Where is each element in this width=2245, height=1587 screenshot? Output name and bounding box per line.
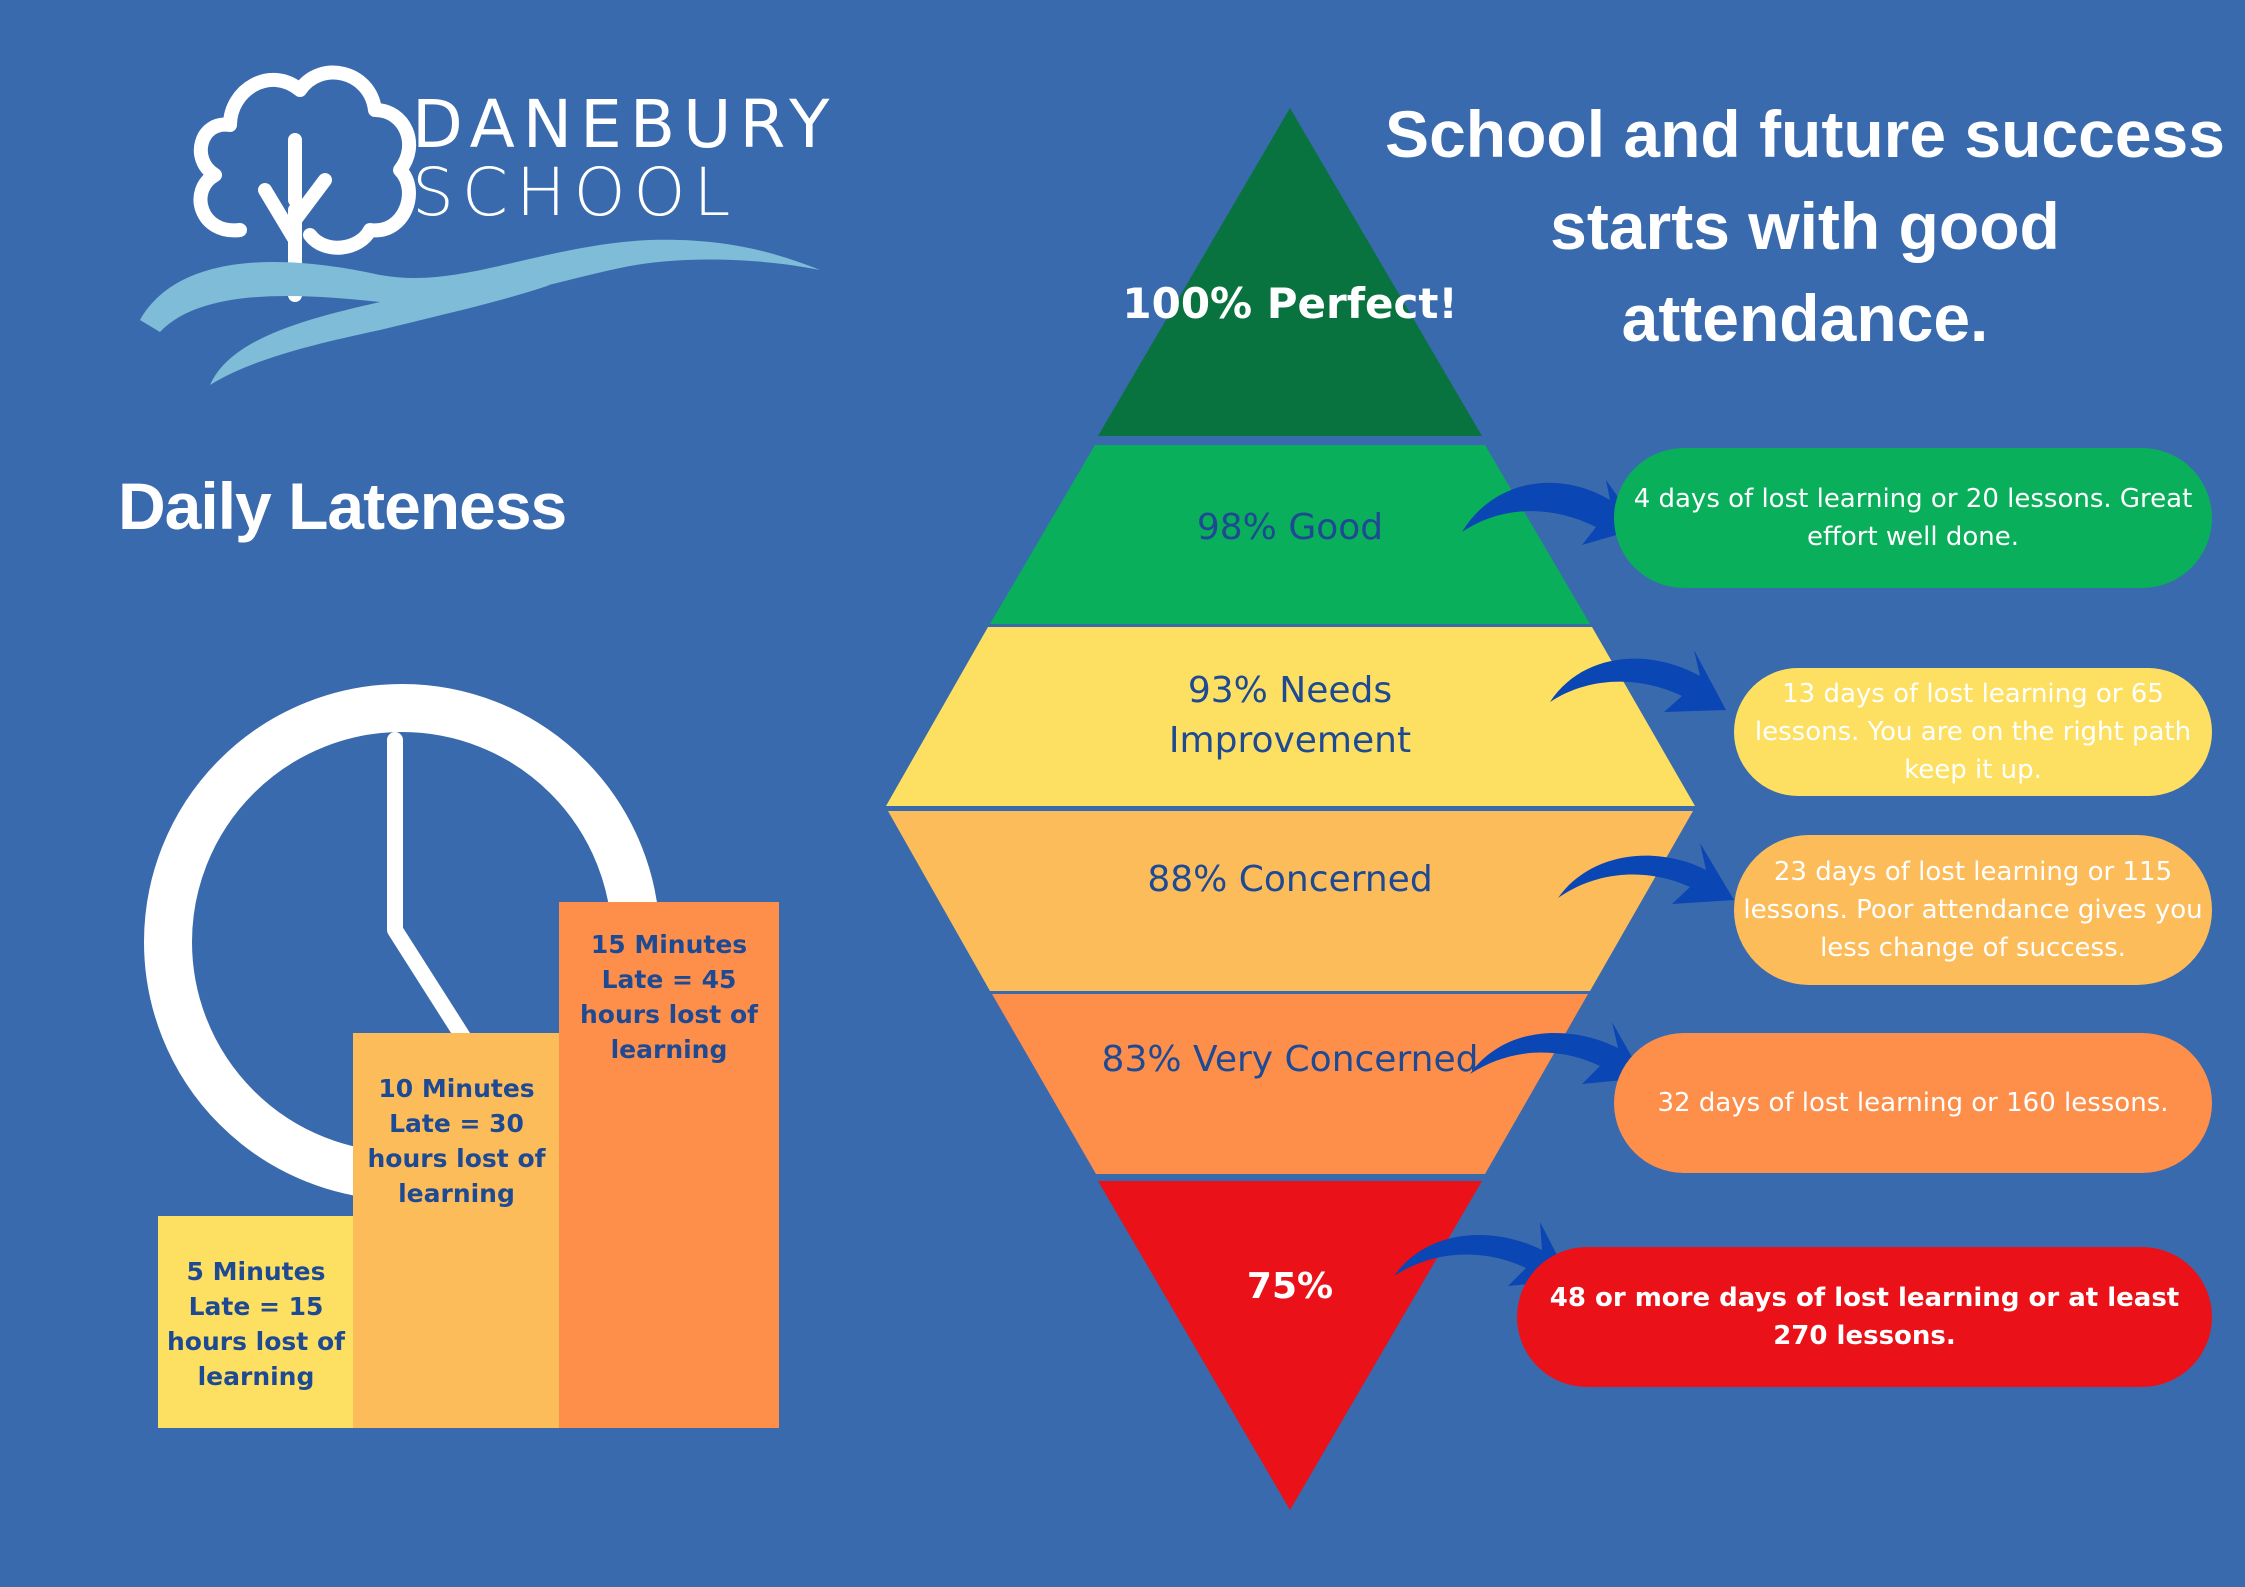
arrow-icon <box>1550 650 1726 712</box>
tier-label-100: 100% Perfect! <box>1122 279 1458 328</box>
school-logo <box>140 65 820 385</box>
tier-note-text: 23 days of lost learning or 115 lessons.… <box>1743 857 2203 963</box>
lateness-bar-label: 5 Minutes Late = 15 hours lost of learni… <box>166 1257 345 1391</box>
tier-label-83: 83% Very Concerned <box>1101 1039 1479 1080</box>
tier-label-88: 88% Concerned <box>1147 859 1433 900</box>
section-title-daily-lateness: Daily Lateness <box>118 469 567 543</box>
lateness-bar-15-minutes: 15 Minutes Late = 45 hours lost of learn… <box>559 902 779 1428</box>
tier-label-93: 93% Needs Improvement <box>1168 670 1412 761</box>
lateness-bar-5-minutes: 5 Minutes Late = 15 hours lost of learni… <box>158 1216 354 1428</box>
tier-note-98: 4 days of lost learning or 20 lessons. G… <box>1614 448 2212 588</box>
lateness-bar-label: 15 Minutes Late = 45 hours lost of learn… <box>579 930 758 1064</box>
tier-label-75: 75% <box>1246 1266 1334 1307</box>
tier-note-88: 23 days of lost learning or 115 lessons.… <box>1734 835 2212 985</box>
school-name-line1: DANEBURY <box>412 86 838 163</box>
school-name-line2: SCHOOL <box>412 154 739 231</box>
arrow-icon <box>1470 1022 1644 1084</box>
tier-note-text: 4 days of lost learning or 20 lessons. G… <box>1633 484 2193 552</box>
lateness-bar-10-minutes: 10 Minutes Late = 30 hours lost of learn… <box>353 1033 560 1428</box>
lateness-bar-label: 10 Minutes Late = 30 hours lost of learn… <box>367 1074 546 1208</box>
tier-note-83: 32 days of lost learning or 160 lessons. <box>1614 1033 2212 1173</box>
tier-note-text: 48 or more days of lost learning or at l… <box>1549 1283 2180 1351</box>
tier-band-75 <box>1098 1181 1482 1510</box>
tier-note-text: 32 days of lost learning or 160 lessons. <box>1657 1088 2169 1118</box>
arrow-icon <box>1558 843 1734 904</box>
tier-note-75: 48 or more days of lost learning or at l… <box>1517 1247 2212 1387</box>
tier-note-text: 13 days of lost learning or 65 lessons. … <box>1754 679 2192 785</box>
tier-note-93: 13 days of lost learning or 65 lessons. … <box>1734 668 2212 796</box>
tree-icon <box>193 65 416 302</box>
wave-icon <box>140 239 820 385</box>
page-title: School and future success starts with go… <box>1385 97 2225 355</box>
tier-label-98: 98% Good <box>1196 507 1384 548</box>
